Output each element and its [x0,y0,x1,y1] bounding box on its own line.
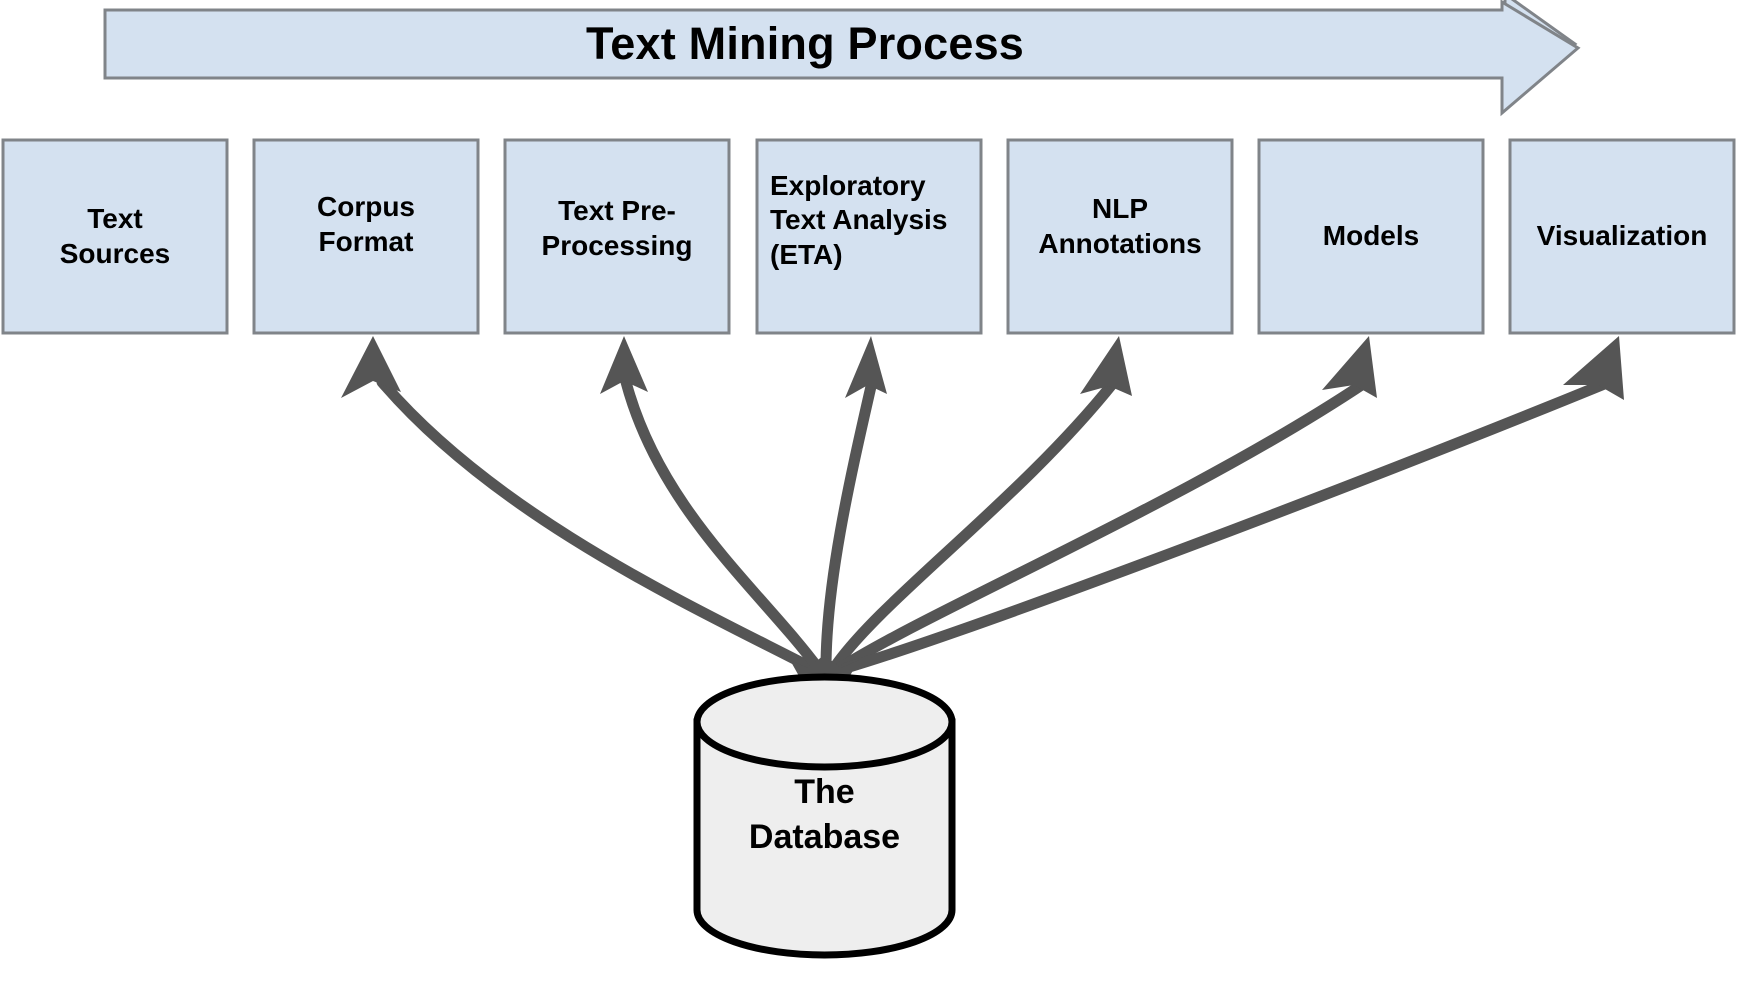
stage-box-text-pre-processing [503,138,731,335]
connector-to-corpus-format [376,376,818,674]
process-banner-arrow [103,0,1581,117]
stage-label-line: Sources [59,237,171,269]
connector-to-exploratory-text-analysis [820,376,878,674]
page-title: Text Mining Process [585,18,1025,69]
connector-to-nlp-annotations [828,376,1120,674]
connector-to-text-pre-processing [620,376,824,674]
arrowhead-corpus-format-icon [341,336,401,398]
connector-to-models [834,376,1372,674]
stage-box-exploratory-text-analysis [755,138,983,335]
stage-label-line: Processing [541,229,693,261]
database-cylinder [693,673,956,959]
database-cylinder-body [693,718,956,959]
stage-box-models [1257,138,1485,335]
stage-label-line: Models [1322,220,1420,252]
stage-box-visualization [1508,138,1736,335]
arrowhead-nlp-annotations-icon [1080,336,1132,396]
stage-label-models: Models [1259,140,1483,333]
stage-label-line: Text [87,203,143,235]
stage-label-line: NLP [1092,193,1148,225]
stage-label-line: Visualization [1536,220,1708,252]
stage-label-line: (ETA) [770,238,843,270]
stage-label-line: Format [318,225,414,257]
stage-label-exploratory-text-analysis: Exploratory Text Analysis (ETA) [770,124,982,317]
stage-label-corpus-format: Corpus Format [254,128,478,321]
stage-label-line: Annotations [1038,227,1202,259]
database-label: The Database [697,770,952,860]
stage-label-visualization: Visualization [1510,140,1734,333]
arrowhead-exploratory-text-analysis-icon [845,336,887,398]
database-label-line: The [794,773,855,811]
stage-label-line: Text Pre- [558,195,676,227]
database-cylinder-top [693,673,956,771]
connector-to-visualization [840,374,1620,674]
stage-label-nlp-annotations: NLP Annotations [1008,130,1232,323]
stage-box-text-sources [1,138,229,335]
arrowhead-visualization-icon [1563,336,1624,400]
stage-label-line: Text Analysis [770,204,948,236]
stage-label-line: Exploratory [770,170,926,202]
stage-label-text-pre-processing: Text Pre- Processing [505,132,729,325]
arrowhead-models-icon [1322,336,1377,398]
stage-box-corpus-format [252,138,480,335]
stage-label-line: Corpus [317,191,415,223]
stage-label-text-sources: Text Sources [3,140,227,333]
arrowhead-text-pre-processing-icon [600,336,648,394]
database-label-line: Database [748,817,901,856]
stage-box-nlp-annotations [1006,138,1234,335]
